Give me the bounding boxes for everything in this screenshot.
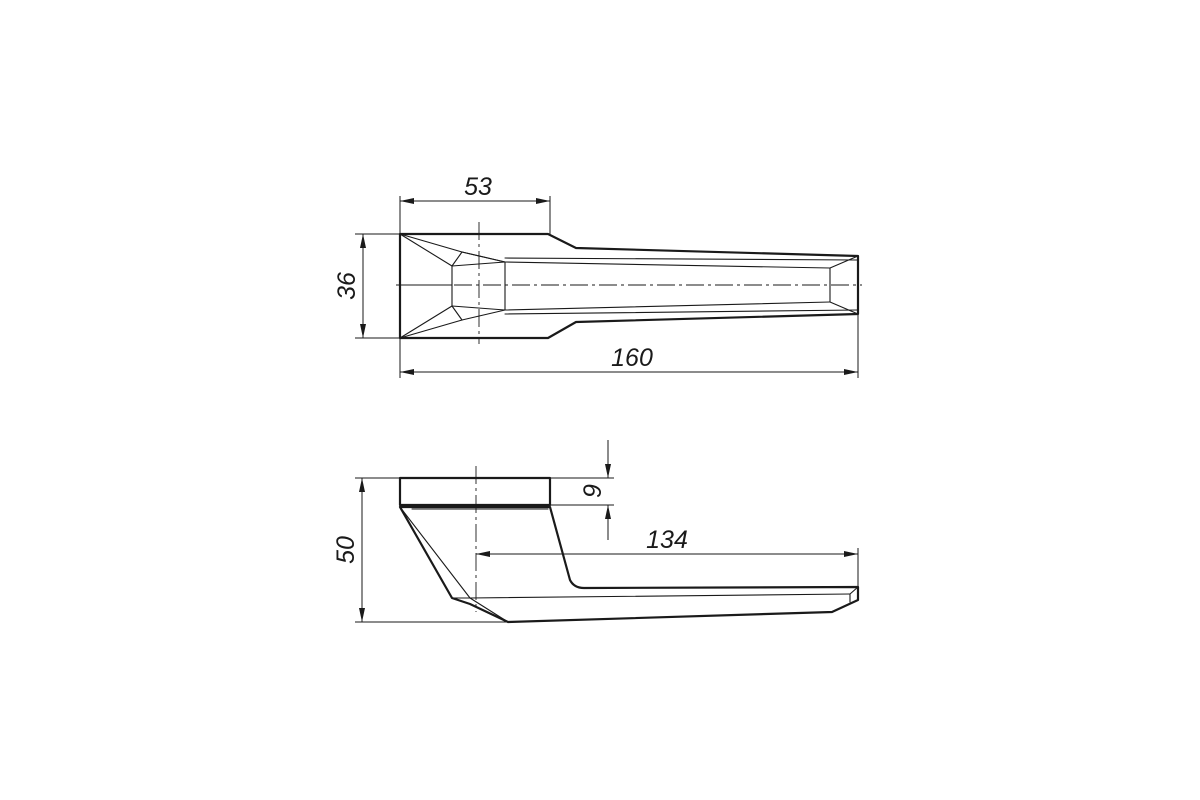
dimension-160: 160	[399, 314, 859, 378]
dimension-134-label: 134	[646, 526, 688, 554]
side-view: 9 50 134	[332, 440, 860, 624]
top-view-outline	[398, 232, 860, 340]
top-view-lever-facets	[504, 255, 859, 315]
top-view: 53 36 160	[333, 173, 862, 378]
dimension-36-label: 36	[333, 272, 361, 300]
dimension-9-label: 9	[579, 484, 607, 498]
side-view-facets	[399, 506, 859, 623]
top-view-rose-facets	[399, 233, 506, 339]
dimension-53-label: 53	[464, 173, 492, 201]
dimension-50-label: 50	[332, 536, 360, 564]
dimension-36: 36	[333, 233, 400, 339]
dimension-9: 9	[550, 440, 614, 540]
dimension-134: 134	[476, 526, 859, 587]
side-view-rose	[398, 476, 552, 507]
dimension-50: 50	[332, 477, 508, 623]
side-view-lever-outline	[398, 505, 860, 624]
dimension-53: 53	[399, 173, 551, 234]
dimension-160-label: 160	[611, 344, 653, 372]
